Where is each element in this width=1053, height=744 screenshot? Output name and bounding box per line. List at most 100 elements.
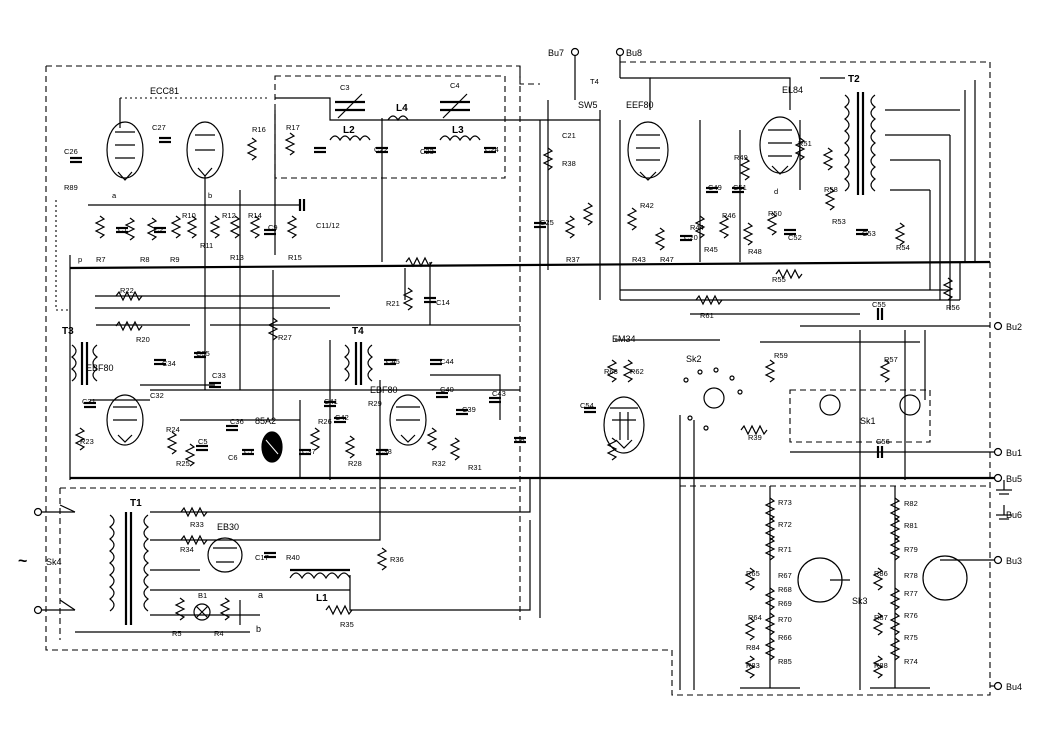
transformer-t4 (344, 342, 373, 385)
switch-sk1[interactable] (789, 389, 931, 443)
label-c26: C26 (64, 147, 78, 156)
label-r74: R74 (904, 657, 918, 666)
label-r68: R68 (778, 585, 792, 594)
label-c34: C34 (162, 359, 176, 368)
label-pin-d: d (774, 187, 778, 196)
variable-capacitor-c4 (440, 93, 470, 119)
label-bu8: Bu8 (626, 48, 642, 58)
label-c20: C20 (684, 233, 698, 242)
terminal-bu8[interactable] (615, 47, 625, 57)
label-c22: C22 (374, 145, 388, 154)
label-r83: R83 (746, 661, 760, 670)
label-ebf80-right: EBF80 (370, 385, 398, 395)
label-r78: R78 (904, 571, 918, 580)
variable-capacitor-c3 (335, 93, 365, 119)
terminal-mains-1[interactable] (33, 507, 43, 517)
switch-sk3[interactable] (797, 555, 968, 603)
label-r20: R20 (136, 335, 150, 344)
label-r31: R31 (468, 463, 482, 472)
label-r58: R58 (824, 185, 838, 194)
label-t2: T2 (848, 74, 860, 85)
tube-eb30 (207, 537, 243, 573)
label-ebf80-left: EBF80 (86, 363, 114, 373)
label-r34: R34 (180, 545, 194, 554)
label-r28: R28 (348, 459, 362, 468)
label-r24: R24 (166, 425, 180, 434)
label-r51: R51 (798, 139, 812, 148)
label-r88: R88 (874, 661, 888, 670)
label-r17: R17 (286, 123, 300, 132)
label-sw5: SW5 (578, 100, 598, 110)
label-bu6: Bu6 (1006, 510, 1022, 520)
transformer-t3 (71, 342, 98, 385)
tube-ecc81-left (106, 121, 144, 181)
label-r10: R10 (182, 211, 196, 220)
label-r57: R57 (884, 355, 898, 364)
ground-symbol-bu5 (996, 480, 1012, 495)
label-bu1: Bu1 (1006, 448, 1022, 458)
terminal-bu4[interactable] (993, 681, 1003, 691)
inductor-l3 (439, 135, 481, 142)
label-r89: R89 (64, 183, 78, 192)
label-c31: C31 (82, 397, 96, 406)
label-c41: C41 (324, 397, 338, 406)
label-r13: R13 (230, 253, 244, 262)
label-c52: C52 (788, 233, 802, 242)
label-r73: R73 (778, 498, 792, 507)
label-r11: R11 (200, 241, 213, 250)
label-pin-p: p (78, 255, 82, 264)
tube-ecc81-right (186, 121, 224, 179)
label-t4-switch: T4 (590, 77, 599, 86)
capacitor-symbols (70, 136, 884, 559)
label-r16: R16 (252, 125, 266, 134)
label-c24: C24 (485, 145, 499, 154)
terminal-mains-2[interactable] (33, 605, 43, 615)
label-r22: R22 (120, 286, 134, 295)
label-r5: R5 (172, 629, 182, 638)
label-r42: R42 (640, 201, 654, 210)
main-wiring (40, 55, 1000, 690)
label-r25: R25 (176, 459, 190, 468)
tube-el84 (759, 116, 801, 175)
label-r27: R27 (278, 333, 292, 342)
label-c43: C43 (492, 389, 506, 398)
terminal-bu5[interactable] (993, 473, 1003, 483)
label-c37: C37 (302, 447, 316, 456)
terminal-bu3[interactable] (993, 555, 1003, 565)
label-l2: L2 (343, 125, 355, 136)
label-r4: R4 (214, 629, 224, 638)
label-c55: C55 (872, 300, 886, 309)
label-r66: R66 (778, 633, 792, 642)
label-c49: C49 (708, 183, 722, 192)
label-r44: R44 (690, 223, 704, 232)
label-r39: R39 (748, 433, 762, 442)
label-r71: R71 (778, 545, 792, 554)
label-t3: T3 (62, 326, 74, 337)
label-r45: R45 (704, 245, 718, 254)
label-l4: L4 (396, 103, 408, 114)
label-sk4: Sk4 (46, 557, 62, 567)
label-r82: R82 (904, 499, 918, 508)
terminal-bu2[interactable] (993, 321, 1003, 331)
label-c21: C21 (562, 131, 576, 140)
switch-sk4[interactable] (59, 504, 76, 611)
label-r72: R72 (778, 520, 792, 529)
label-el84: EL84 (782, 85, 803, 95)
label-t4: T4 (352, 326, 364, 337)
transformer-t1 (109, 512, 149, 625)
transformer-t2 (844, 92, 876, 195)
label-r67: R67 (778, 571, 792, 580)
shield-outlines (45, 61, 991, 696)
label-r64: R64 (748, 613, 762, 622)
switch-sk2[interactable] (683, 367, 743, 431)
label-node-a: a (258, 590, 263, 600)
label-r53: R53 (832, 217, 846, 226)
lamp-b1 (193, 603, 211, 621)
terminal-bu1[interactable] (993, 447, 1003, 457)
label-c42: C42 (335, 413, 349, 422)
label-c17: C17 (255, 553, 269, 562)
terminal-bu7[interactable] (570, 47, 580, 57)
label-c39: C39 (462, 405, 476, 414)
tube-eef80 (627, 121, 669, 181)
